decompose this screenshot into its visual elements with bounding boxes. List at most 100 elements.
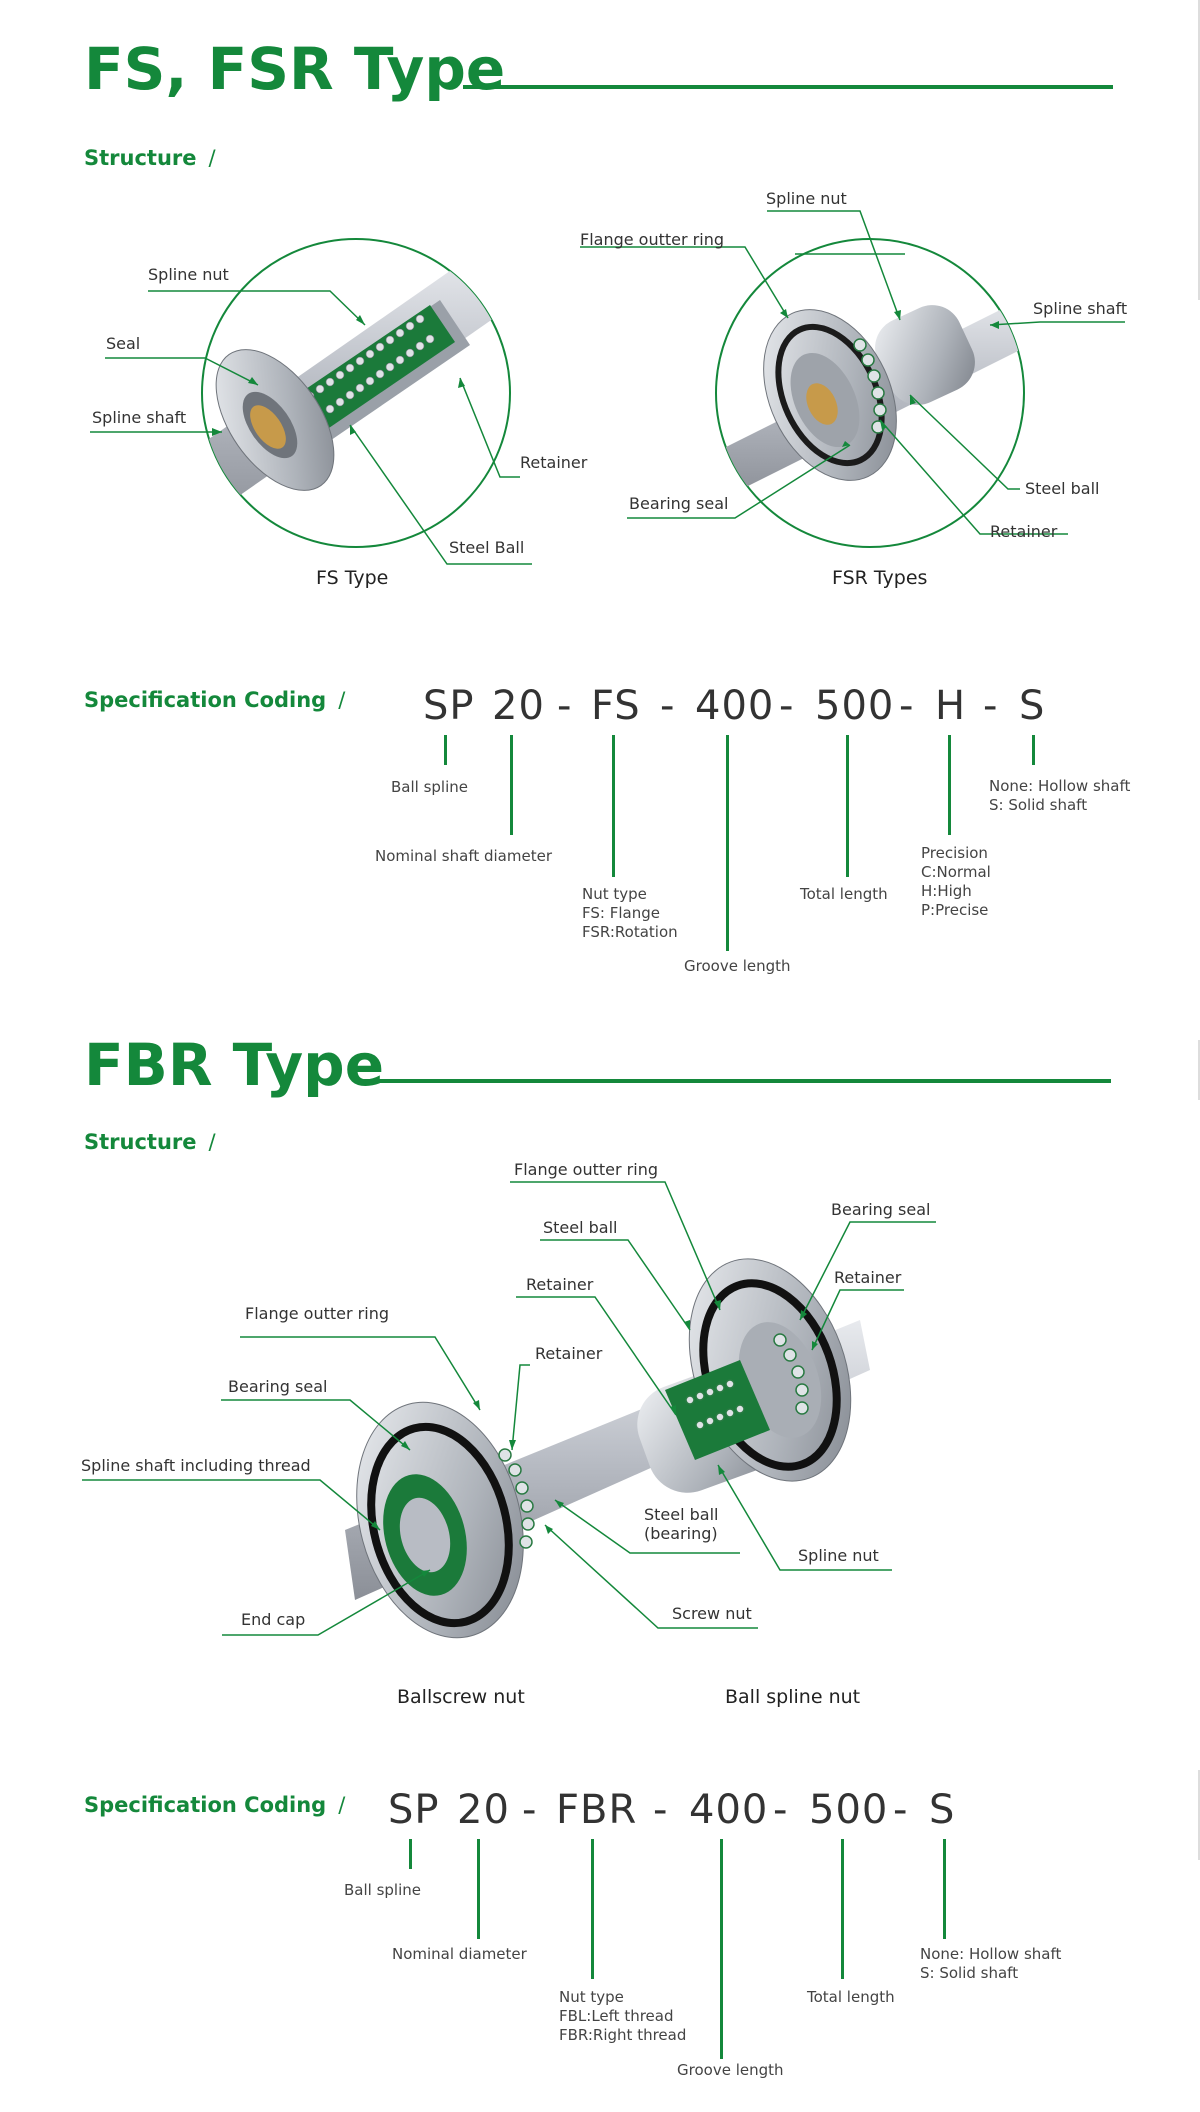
fbr-note-shaft: None: Hollow shaft S: Solid shaft (920, 1945, 1061, 1983)
note-line: Total length (800, 885, 888, 903)
fs-code-400: 400 (695, 683, 775, 729)
fbr-code-line-s (943, 1839, 946, 1939)
fbr-label-retainer-right: Retainer (834, 1268, 902, 1287)
fbr-code-500: 500 (809, 1787, 889, 1833)
note-line: Nut type (582, 885, 647, 903)
fsr-label-spline-nut: Spline nut (766, 189, 847, 208)
fs-type-illustration (201, 238, 1025, 548)
fbr-code-fbr: FBR (556, 1787, 638, 1833)
note-line: Nominal diameter (392, 1945, 527, 1963)
fbr-note-nominal: Nominal diameter (392, 1945, 527, 1964)
note-line: Groove length (684, 957, 791, 975)
page-edge-mark (1198, 1040, 1200, 1100)
note-line: None: Hollow shaft (989, 777, 1131, 795)
fbr-coding-heading: Specification Coding/ (84, 1793, 345, 1817)
note-line: Precision (921, 844, 988, 862)
fbr-note-nut-type: Nut type FBL:Left thread FBR:Right threa… (559, 1988, 686, 2045)
fbr-code-line-400 (720, 1839, 723, 2059)
fs-note-nominal: Nominal shaft diameter (375, 847, 552, 866)
fs-code-sep1: - (557, 683, 573, 729)
fsr-type-caption: FSR Types (832, 567, 928, 589)
title-rule (362, 1079, 1111, 1083)
fbr-note-groove: Groove length (677, 2061, 784, 2080)
fbr-label-flange-ring-left: Flange outter ring (245, 1304, 389, 1323)
note-line: None: Hollow shaft (920, 1945, 1062, 1963)
fs-code-line-20 (510, 735, 513, 835)
fbr-label-steel-ball-top: Steel ball (543, 1218, 618, 1237)
note-line: FSR:Rotation (582, 923, 678, 941)
fsr-label-flange-ring: Flange outter ring (580, 230, 724, 249)
fbr-section-title: FBR Type (84, 1031, 385, 1099)
fbr-code-line-20 (477, 1839, 480, 1939)
fbr-label-steel-ball-bearing: Steel ball (bearing) (644, 1505, 719, 1543)
ball-spline-nut-caption: Ball spline nut (725, 1686, 861, 1708)
fbr-label-flange-ring-top: Flange outter ring (514, 1160, 658, 1179)
fs-code-line-sp (444, 735, 447, 765)
fs-code-line-500 (846, 735, 849, 877)
ballscrew-nut-caption: Ballscrew nut (397, 1686, 525, 1708)
heading-text: Structure (84, 1130, 197, 1154)
fs-code-h: H (935, 683, 967, 729)
fs-code-fs: FS (591, 683, 641, 729)
title-rule (463, 85, 1113, 89)
fbr-label-screw-nut: Screw nut (672, 1604, 752, 1623)
fs-section-title: FS, FSR Type (84, 35, 506, 103)
fs-code-line-fs (612, 735, 615, 877)
fbr-code-line-fbr (591, 1839, 594, 1979)
fbr-label-retainer-mid: Retainer (526, 1275, 594, 1294)
fs-code-sep5: - (983, 683, 999, 729)
fs-label-retainer: Retainer (520, 453, 588, 472)
fs-code-line-s (1032, 735, 1035, 765)
fs-nut-drawing (202, 250, 510, 530)
fs-coding-heading: Specification Coding/ (84, 688, 345, 712)
fs-code-sp: SP (423, 683, 475, 729)
fs-code-20: 20 (492, 683, 545, 729)
note-line: C:Normal (921, 863, 991, 881)
note-line: H:High (921, 882, 972, 900)
fbr-note-total: Total length (807, 1988, 895, 2007)
fbr-code-400: 400 (689, 1787, 769, 1833)
fbr-code-line-500 (841, 1839, 844, 1979)
fbr-note-ball-spline: Ball spline (344, 1881, 421, 1900)
fsr-label-spline-shaft: Spline shaft (1033, 299, 1128, 318)
fbr-label-retainer-left: Retainer (535, 1344, 603, 1363)
heading-slash: / (208, 146, 216, 170)
fbr-code-s: S (929, 1787, 956, 1833)
fs-label-spline-shaft: Spline shaft (92, 408, 187, 427)
note-line: Ball spline (391, 778, 468, 796)
note-line: FBL:Left thread (559, 2007, 674, 2025)
page-edge-mark (1198, 1770, 1200, 1860)
fbr-code-sep4: - (893, 1787, 909, 1833)
fs-note-groove: Groove length (684, 957, 791, 976)
fs-code-500: 500 (815, 683, 895, 729)
note-line: Total length (807, 1988, 895, 2006)
fs-label-seal: Seal (106, 334, 141, 353)
fbr-code-line-sp (409, 1839, 412, 1869)
fs-code-sep3: - (779, 683, 795, 729)
fs-structure-heading: Structure/ (84, 146, 216, 170)
heading-slash: / (338, 688, 346, 712)
heading-text: Specification Coding (84, 1793, 327, 1817)
note-line: S: Solid shaft (920, 1964, 1019, 1982)
fs-code-line-400 (726, 735, 729, 951)
heading-slash: / (208, 1130, 216, 1154)
fs-code-s: S (1019, 683, 1046, 729)
note-line: FS: Flange (582, 904, 660, 922)
fs-note-total: Total length (800, 885, 888, 904)
fbr-label-spline-nut: Spline nut (798, 1546, 879, 1565)
fbr-label-bearing-seal-right: Bearing seal (831, 1200, 931, 1219)
fs-note-ball-spline: Ball spline (391, 778, 468, 797)
fs-label-spline-nut: Spline nut (148, 265, 229, 284)
fsr-nut-drawing (716, 290, 1024, 500)
fbr-structure-heading: Structure / (84, 1130, 216, 1154)
note-line: Ball spline (344, 1881, 421, 1899)
note-line: Nut type (559, 1988, 624, 2006)
fs-type-caption: FS Type (316, 567, 389, 589)
fsr-label-steel-ball: Steel ball (1025, 479, 1100, 498)
label-line: Steel ball (644, 1505, 719, 1524)
fs-leader-lines (90, 210, 1125, 565)
fs-code-sep2: - (660, 683, 676, 729)
fbr-label-spline-shaft-thread: Spline shaft including thread (81, 1456, 311, 1475)
note-line: Nominal shaft diameter (375, 847, 552, 865)
fbr-code-sp: SP (388, 1787, 440, 1833)
